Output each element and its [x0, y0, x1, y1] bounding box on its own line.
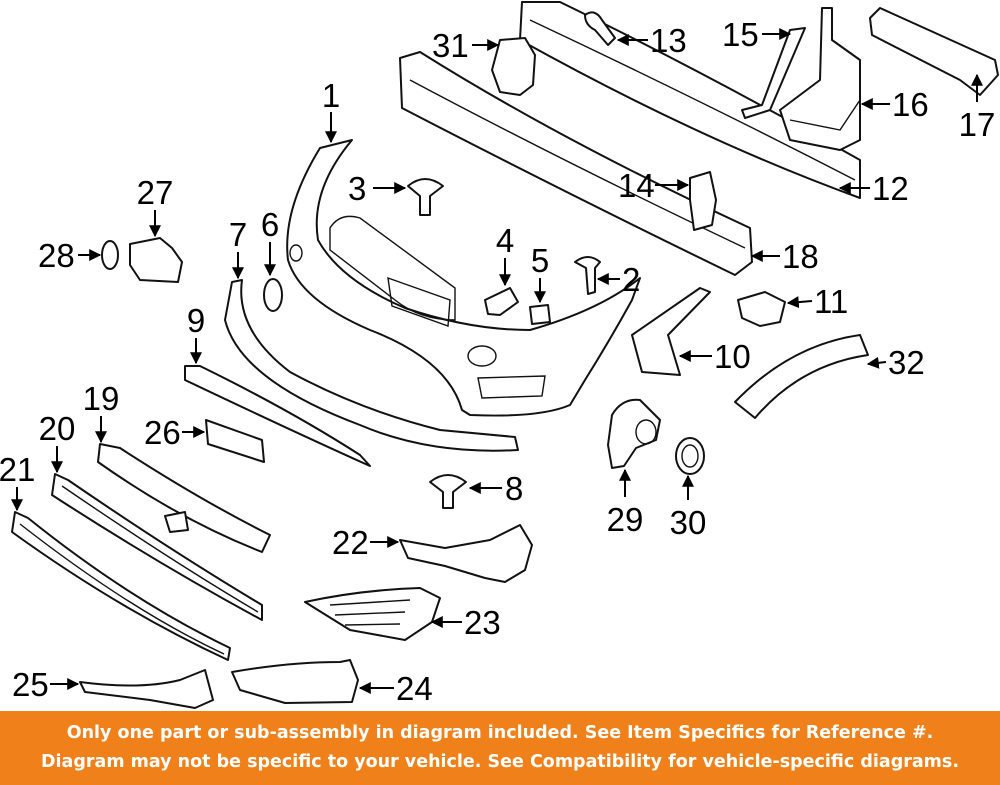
- part-7-lower-valance: [224, 279, 519, 452]
- part-27-park-sensor: [129, 237, 183, 283]
- callout-4: 4: [496, 222, 514, 259]
- callout-14: 14: [618, 167, 655, 204]
- part-26-license-bracket: [205, 419, 265, 463]
- callout-7: 7: [229, 216, 247, 253]
- callout-31: 31: [432, 27, 469, 64]
- callout-27: 27: [137, 174, 174, 211]
- callout-24: 24: [396, 670, 433, 707]
- callout-30: 30: [670, 504, 707, 541]
- callout-11: 11: [814, 283, 848, 320]
- part-3-clip: [407, 178, 444, 216]
- part-8-clip: [429, 474, 467, 509]
- part-10-bracket: [631, 287, 711, 376]
- disclaimer-banner: Only one part or sub-assembly in diagram…: [0, 711, 1000, 785]
- part-20-grille: [51, 473, 263, 621]
- callout-17: 17: [959, 106, 996, 143]
- callout-32: 32: [888, 344, 925, 381]
- part-5-cover: [529, 304, 551, 325]
- part-23-fog-grille: [304, 587, 441, 641]
- part-2-clip: [574, 256, 601, 295]
- callout-15: 15: [722, 16, 759, 53]
- part-9-deflector: [184, 365, 371, 467]
- part-4-cover: [484, 287, 519, 316]
- callout-9: 9: [187, 302, 205, 339]
- part-19-grille: [97, 443, 271, 553]
- leader-arrows: [11, 28, 983, 694]
- callout-18: 18: [782, 238, 819, 275]
- part-6-tow-hook-cover: [263, 278, 283, 312]
- part-25-trim: [79, 669, 214, 709]
- callout-23: 23: [464, 604, 501, 641]
- callout-19: 19: [83, 380, 120, 417]
- callout-8: 8: [505, 470, 523, 507]
- part-21-grille: [11, 511, 231, 661]
- disclaimer-line-1: Only one part or sub-assembly in diagram…: [66, 723, 934, 743]
- callout-26: 26: [144, 414, 181, 451]
- part-11-bracket: [737, 291, 786, 327]
- part-16-mount-bracket: [779, 7, 861, 151]
- callout-1: 1: [322, 77, 340, 114]
- callout-10: 10: [714, 338, 751, 375]
- callout-20: 20: [39, 410, 76, 447]
- callout-22: 22: [332, 524, 369, 561]
- part-17-bracket: [869, 7, 999, 96]
- callout-28: 28: [38, 237, 75, 274]
- callout-2: 2: [622, 261, 640, 298]
- part-28-sensor-ring: [101, 240, 119, 270]
- callout-13: 13: [650, 22, 687, 59]
- part-13-clip: [584, 11, 616, 46]
- part-30-sensor-ring: [675, 437, 705, 475]
- callout-29: 29: [607, 501, 644, 538]
- part-14-bracket: [689, 171, 717, 231]
- part-24-trim: [231, 659, 359, 704]
- callout-25: 25: [12, 666, 49, 703]
- callout-21: 21: [0, 451, 35, 488]
- parts-diagram: 1 2 3 4 5 6 7 8 9 10 11 12 13 14 15 16 1…: [0, 1, 999, 709]
- callout-3: 3: [348, 170, 366, 207]
- callout-labels: 1 2 3 4 5 6 7 8 9 10 11 12 13 14 15 16 1…: [0, 16, 995, 707]
- disclaimer-line-2: Diagram may not be specific to your vehi…: [41, 752, 959, 772]
- part-22-bracket: [399, 524, 533, 583]
- part-15-support-rod: [741, 27, 806, 119]
- callout-5: 5: [531, 242, 549, 279]
- callout-16: 16: [892, 86, 929, 123]
- part-1-bumper-cover: [286, 139, 641, 417]
- part-32-wheel-flare: [734, 334, 869, 419]
- callout-6: 6: [261, 206, 279, 243]
- part-12-bumper-reinforcement: [519, 1, 861, 199]
- part-31-headlamp-washer-pump: [491, 37, 536, 96]
- part-29-park-sensor: [607, 398, 661, 469]
- callout-12: 12: [872, 170, 909, 207]
